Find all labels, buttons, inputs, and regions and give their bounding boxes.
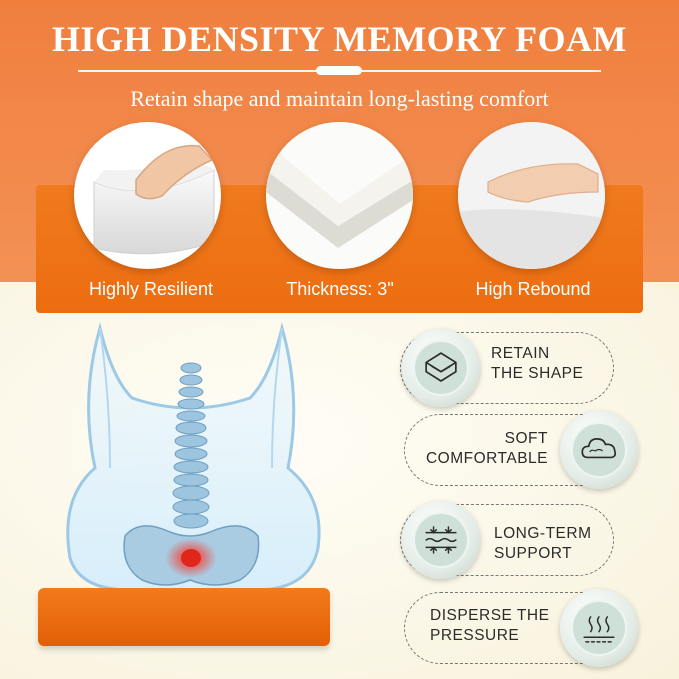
cloud-icon	[581, 438, 617, 459]
foam-sheet-corner-icon	[266, 122, 413, 269]
benefit-badge-soft	[560, 411, 638, 489]
hand-on-foam-icon	[458, 122, 605, 269]
feature-image-rebound	[458, 122, 605, 269]
foam-press-hand-icon	[93, 144, 215, 255]
benefit-text-retain: RETAIN THE SHAPE	[491, 344, 583, 384]
benefit-retain-line2: THE SHAPE	[491, 365, 584, 382]
benefit-soft-line2: COMFORTABLE	[425, 450, 548, 467]
compression-arrows-icon	[425, 526, 457, 554]
feature-label-rebound: High Rebound	[475, 279, 591, 299]
feature-image-resilient	[74, 122, 221, 269]
layered-box-icon	[425, 352, 457, 382]
page-subtitle: Retain shape and maintain long-lasting c…	[130, 86, 549, 111]
feature-image-thickness	[266, 122, 413, 269]
benefit-badge-pressure	[560, 589, 638, 667]
feature-label-resilient: Highly Resilient	[88, 279, 214, 299]
benefit-pill-support	[400, 504, 614, 576]
benefit-support-line1: LONG-TERM	[494, 525, 592, 542]
benefit-pressure-line1: DISPERSE THE	[430, 607, 550, 624]
benefit-text-soft: SOFT COMFORTABLE	[418, 429, 548, 469]
benefit-badge-support	[402, 501, 480, 579]
page-title: HIGH DENSITY MEMORY FOAM	[51, 19, 628, 59]
spine-illustration	[66, 322, 321, 592]
heat-waves-icon	[583, 616, 615, 643]
seat-cushion	[38, 588, 330, 646]
feature-label-thickness: Thickness: 3"	[286, 279, 394, 299]
benefit-text-pressure: DISPERSE THE PRESSURE	[430, 606, 549, 646]
title-divider-knob	[316, 66, 362, 75]
benefit-text-support: LONG-TERM SUPPORT	[494, 524, 592, 564]
benefit-support-line2: SUPPORT	[494, 545, 573, 562]
benefit-pressure-line2: PRESSURE	[430, 627, 520, 644]
benefit-soft-line1: SOFT	[504, 430, 548, 447]
benefit-badge-retain	[402, 329, 480, 407]
benefit-retain-line1: RETAIN	[491, 345, 550, 362]
benefit-pill-retain	[400, 332, 614, 404]
